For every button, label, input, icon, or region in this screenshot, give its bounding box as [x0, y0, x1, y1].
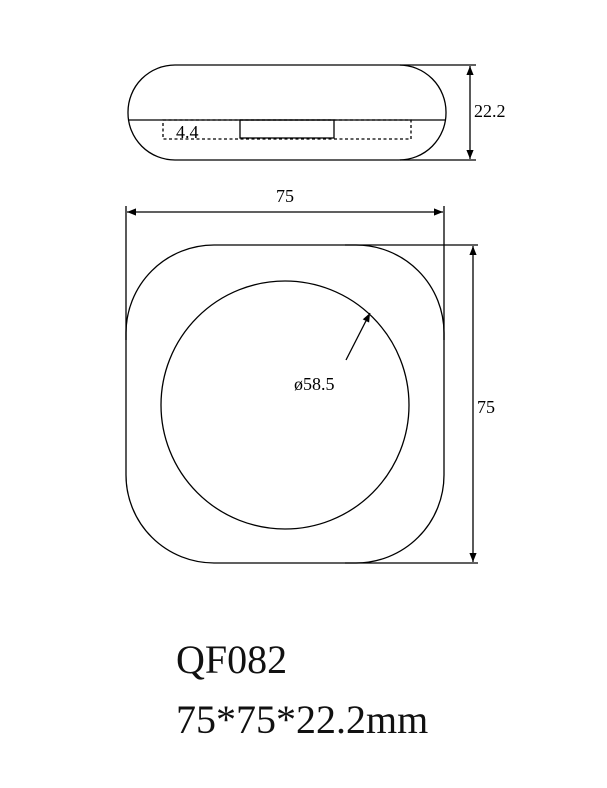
side-view-inner-recess: [162, 119, 412, 140]
height-dimension-label: 22.2: [474, 101, 506, 121]
side-view-body: [127, 64, 447, 161]
side-view: [127, 64, 476, 161]
width-dimension-label: 75: [276, 186, 294, 206]
top-view: [125, 206, 478, 564]
inset-dimension-label: 4.4: [176, 122, 199, 142]
side-view-hinge: [239, 119, 335, 139]
overall-size: 75*75*22.2mm: [176, 697, 429, 742]
diameter-leader-line: [345, 312, 371, 361]
top-view-outline: [125, 244, 445, 564]
diameter-dimension-label: ø58.5: [294, 374, 335, 394]
length-dimension-label: 75: [477, 397, 495, 417]
mirror-well-circle: [160, 280, 410, 530]
model-number: QF082: [176, 637, 288, 682]
